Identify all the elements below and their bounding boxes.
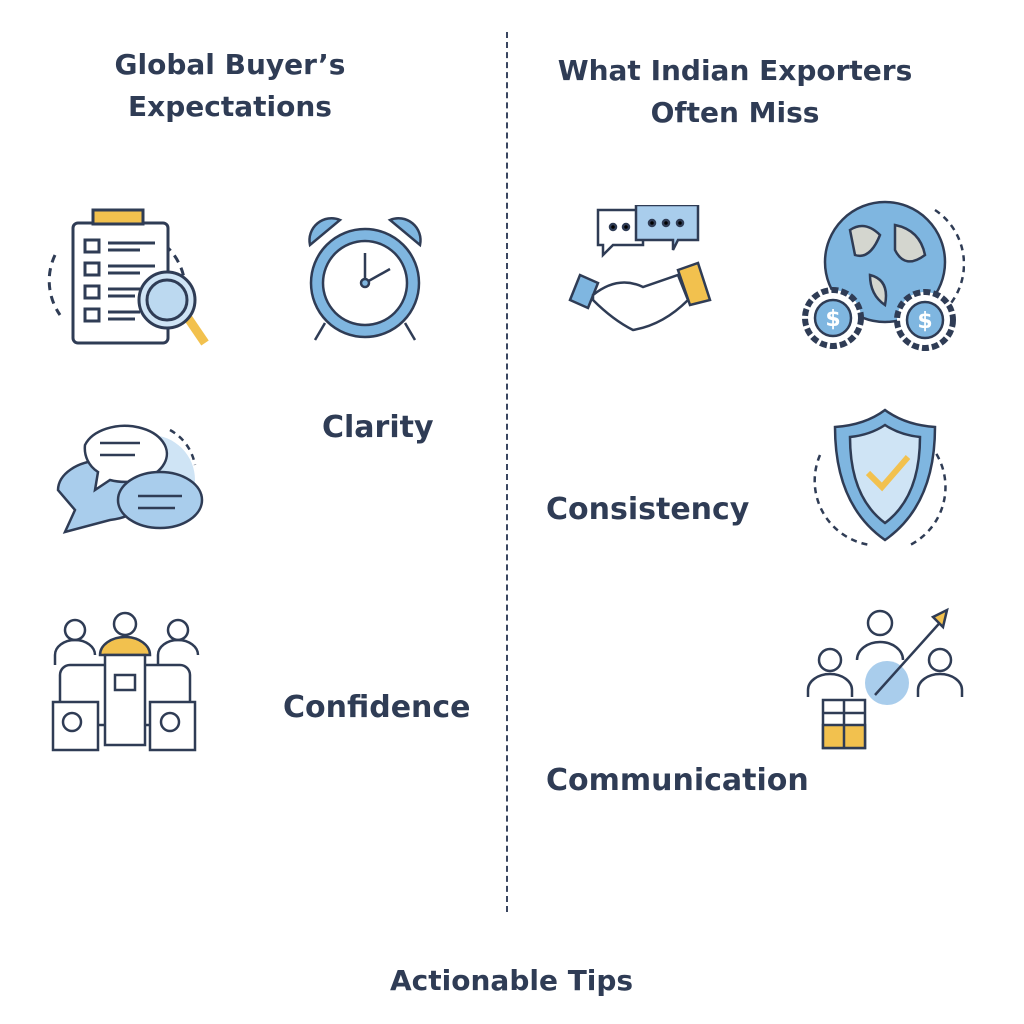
checklist-magnifier-icon — [47, 208, 209, 346]
title-line: Often Miss — [650, 96, 820, 129]
speech-bubbles-icon — [56, 424, 204, 534]
alarm-clock-icon — [308, 217, 422, 341]
globe-dollar-gears-icon: $ $ — [802, 200, 965, 351]
footer-actionable-tips: Actionable Tips — [390, 964, 634, 997]
dollar-glyph: $ — [917, 309, 932, 334]
team-growth-icon — [806, 607, 964, 750]
shield-check-icon — [813, 408, 947, 547]
right-column-title: What Indian Exporters Often Miss — [530, 50, 940, 134]
title-line: Expectations — [128, 90, 332, 123]
dollar-glyph: $ — [825, 307, 840, 332]
left-column-title: Global Buyer’s Expectations — [70, 44, 390, 128]
title-line: Global Buyer’s — [114, 48, 346, 81]
title-line: What Indian Exporters — [557, 54, 913, 87]
handshake-chat-icon — [568, 205, 712, 332]
column-divider — [506, 32, 508, 912]
team-credentials-icon — [51, 611, 200, 752]
label-confidence: Confidence — [283, 690, 471, 725]
label-clarity: Clarity — [322, 410, 434, 445]
label-communication: Communication — [546, 763, 809, 798]
label-consistency: Consistency — [546, 492, 750, 527]
